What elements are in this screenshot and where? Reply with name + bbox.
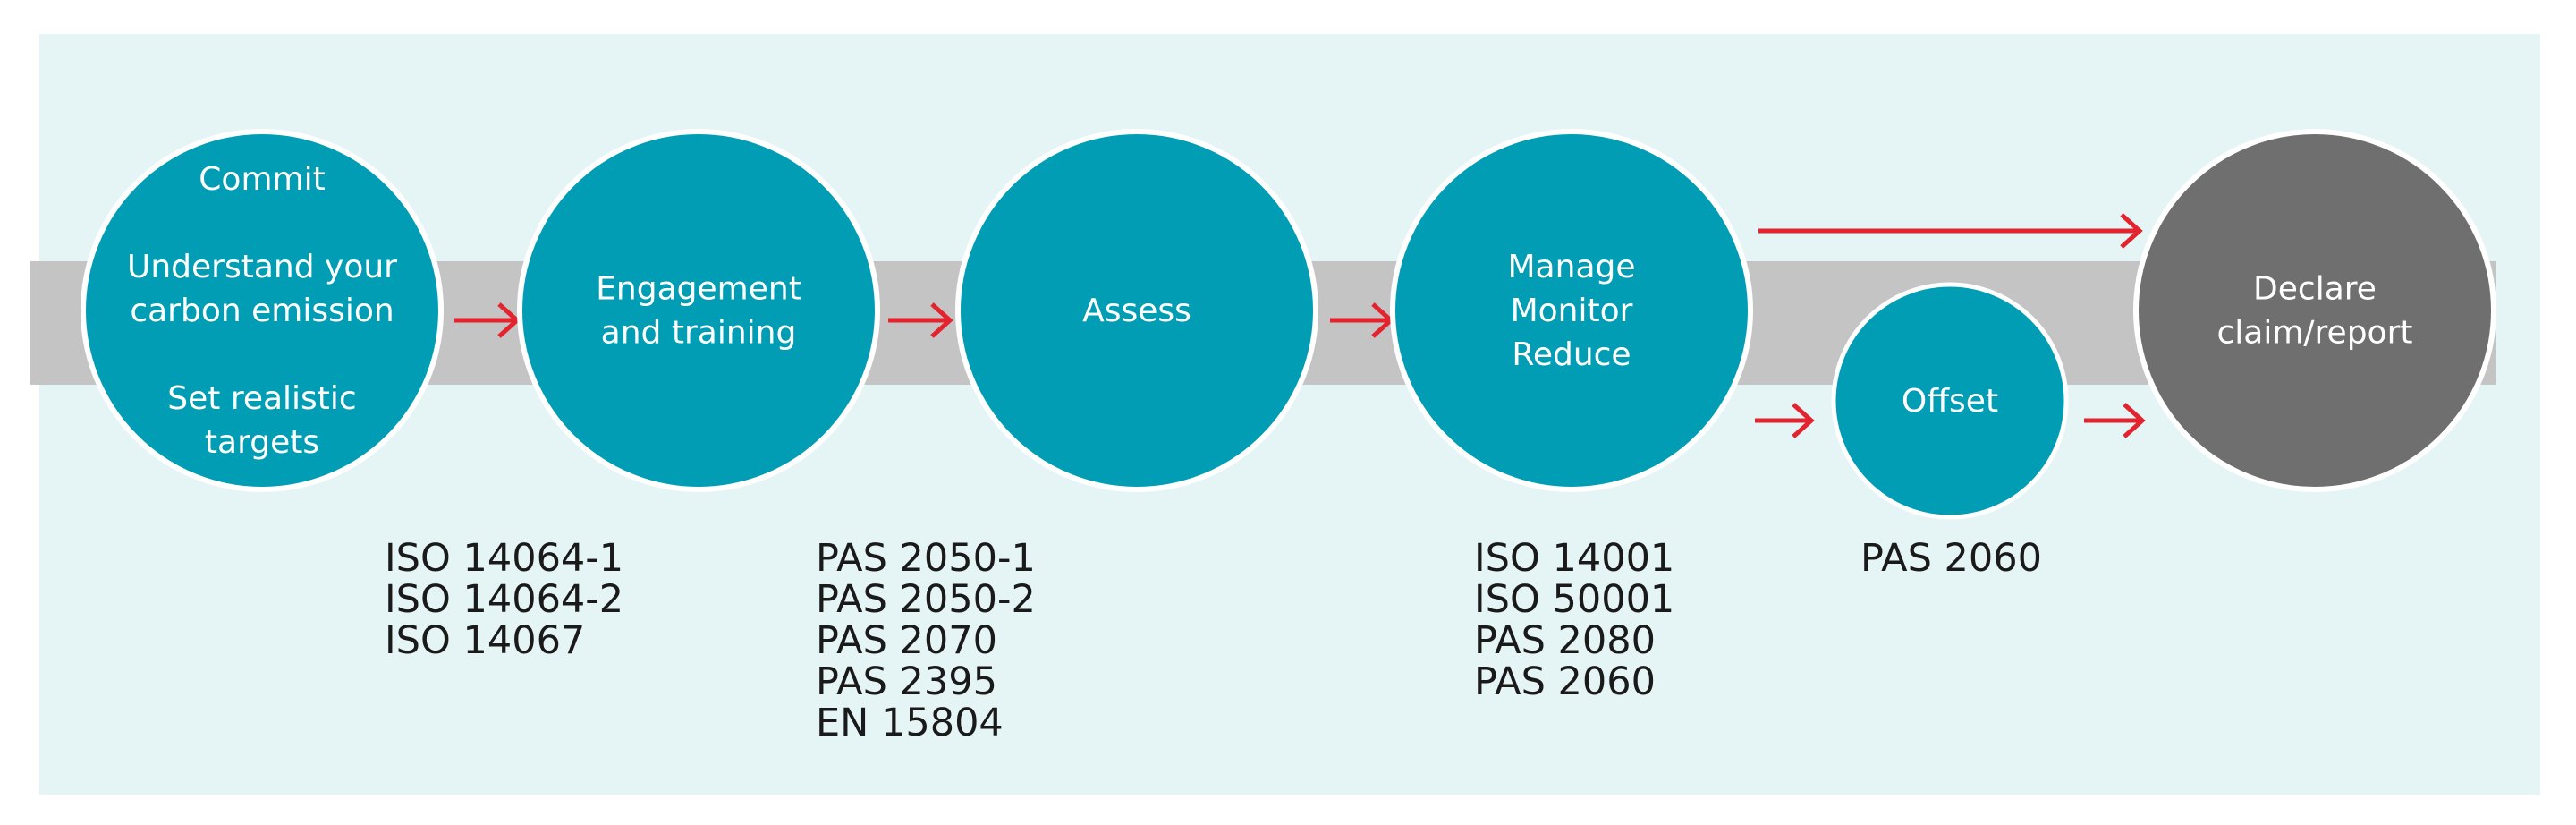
standard-label: ISO 14067 (385, 618, 585, 663)
standard-label: EN 15804 (816, 701, 1004, 745)
flow-arrow (1755, 403, 1815, 438)
standard-label: ISO 14064-1 (385, 536, 623, 581)
step-engagement-line: and training (601, 315, 797, 352)
standard-label: ISO 14064-2 (385, 577, 623, 622)
step-commit-circle (80, 129, 444, 492)
step-engagement-circle (517, 129, 880, 492)
arrows (454, 213, 2146, 438)
standard-label: PAS 2060 (1474, 659, 1656, 704)
standard-label: PAS 2050-1 (816, 536, 1036, 581)
step-offset: Offset (1831, 282, 2069, 520)
step-engagement: Engagement and training (517, 129, 880, 492)
step-declare-label: Declare claim/report (2216, 271, 2412, 352)
step-engagement-line: Engagement (596, 271, 801, 308)
step-declare-circle (2133, 129, 2496, 492)
step-assess: Assess (955, 129, 1318, 492)
step-manage-line: Reduce (1512, 336, 1631, 373)
offset-standards-list: PAS 2060 (1860, 536, 2042, 581)
step-declare: Declare claim/report (2133, 129, 2496, 492)
standard-label: PAS 2080 (1474, 618, 1656, 663)
diagram-panel (39, 34, 2540, 795)
flow-arrow (1758, 213, 2143, 249)
standard-label: ISO 50001 (1474, 577, 1674, 622)
standard-label: PAS 2060 (1860, 536, 2042, 581)
step-commit-line: targets (205, 424, 319, 461)
standard-label: ISO 14001 (1474, 536, 1674, 581)
flow-arrow (888, 302, 953, 338)
step-manage-line: Monitor (1511, 293, 1633, 329)
step-assess-label: Assess (1082, 293, 1191, 329)
step-offset-line: Offset (1902, 383, 1998, 420)
step-offset-circle (1831, 282, 2069, 520)
flow-arrow (2084, 403, 2146, 438)
step-declare-line: Declare (2253, 271, 2377, 308)
step-commit-line: Set realistic (167, 380, 356, 417)
step-engagement-label: Engagement and training (596, 271, 801, 352)
step-declare-line: claim/report (2216, 315, 2412, 352)
step-assess-circle (955, 129, 1318, 492)
step-assess-line: Assess (1082, 293, 1191, 329)
standard-label: PAS 2050-2 (816, 577, 1036, 622)
flow-arrow (454, 302, 521, 338)
step-manage-line: Manage (1508, 249, 1636, 285)
standard-label: PAS 2395 (816, 659, 997, 704)
step-commit-line: carbon emission (130, 293, 394, 329)
standard-label: PAS 2070 (816, 618, 997, 663)
step-commit-line: Commit (199, 161, 325, 198)
step-commit-line: Understand your (127, 249, 397, 285)
step-manage-circle (1390, 129, 1753, 492)
step-offset-label: Offset (1902, 383, 1998, 420)
